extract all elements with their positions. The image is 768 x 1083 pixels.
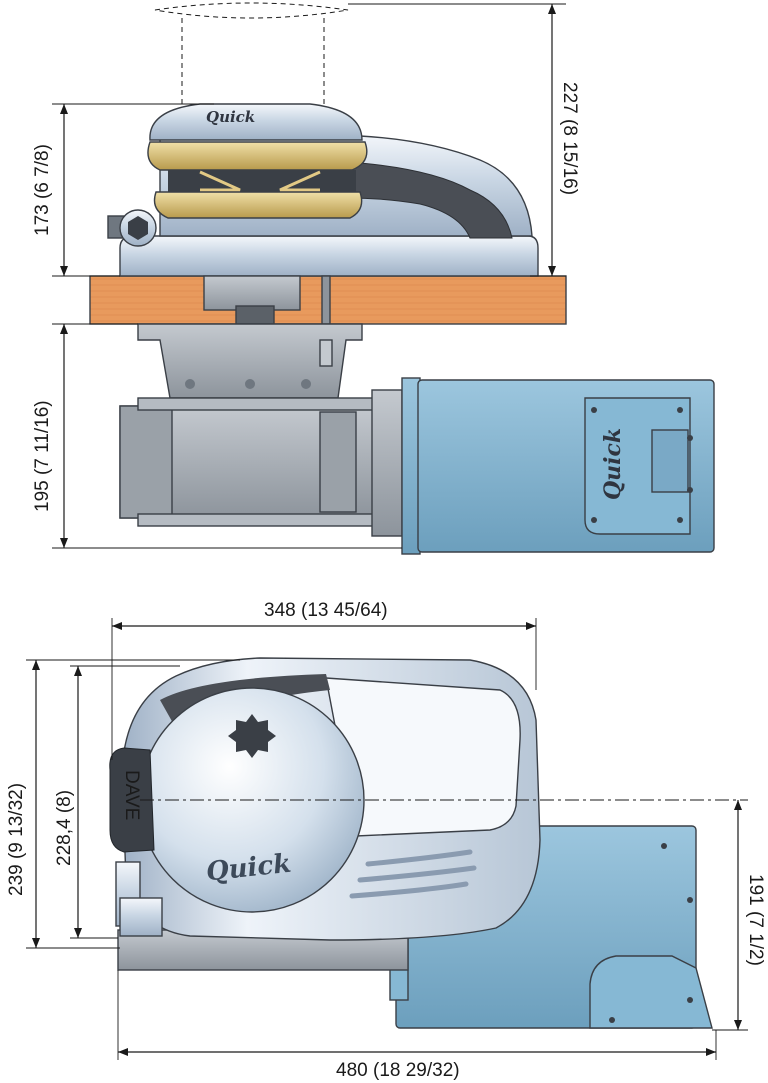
gypsy-wheel — [147, 141, 368, 219]
svg-text:195 (7 11/16): 195 (7 11/16) — [32, 400, 53, 512]
clearance-outline — [154, 2, 349, 106]
svg-text:228,4 (8): 228,4 (8) — [54, 790, 75, 866]
base-plate — [119, 235, 539, 277]
svg-text:480 (18 29/32): 480 (18 29/32) — [336, 1060, 460, 1081]
svg-text:348 (13 45/64): 348 (13 45/64) — [264, 600, 388, 621]
dim-total-depth: 239 (9 13/32) — [6, 659, 240, 949]
svg-text:239 (9 13/32): 239 (9 13/32) — [6, 783, 27, 896]
dim-total-length: 480 (18 29/32) — [117, 970, 717, 1081]
dim-height-above-deck: 173 (6 7/8) — [32, 103, 214, 277]
side-lever: DAVE — [109, 747, 163, 937]
svg-text:227 (8 15/16): 227 (8 15/16) — [559, 82, 580, 195]
housing-dark-band — [347, 161, 513, 239]
dim-height-below-deck: 195 (7 11/16) — [32, 323, 402, 549]
side-knob — [107, 209, 157, 247]
electric-motor: Quick — [401, 377, 715, 555]
dim-motor-offset: 191 (7 1/2) — [712, 800, 766, 1031]
dim-height-with-clearance: 227 (8 15/16) — [348, 3, 580, 277]
cap-brand-logo: Quick — [206, 108, 255, 126]
svg-text:173 (6 7/8): 173 (6 7/8) — [32, 144, 53, 236]
lever-label: DAVE — [121, 770, 142, 820]
side-view: Quick — [32, 2, 715, 555]
drum-cap — [149, 103, 363, 141]
deck-spindle — [203, 275, 301, 311]
dim-cover-width: 348 (13 45/64) — [111, 600, 537, 760]
svg-text:191 (7 1/2): 191 (7 1/2) — [745, 874, 766, 966]
dim-cover-depth: 228,4 (8) — [54, 665, 180, 939]
top-view: Quick DAVE 348 (13 45/64) — [6, 600, 766, 1081]
drum-star-nut — [228, 714, 276, 758]
motor-brand-logo: Quick — [600, 428, 626, 500]
